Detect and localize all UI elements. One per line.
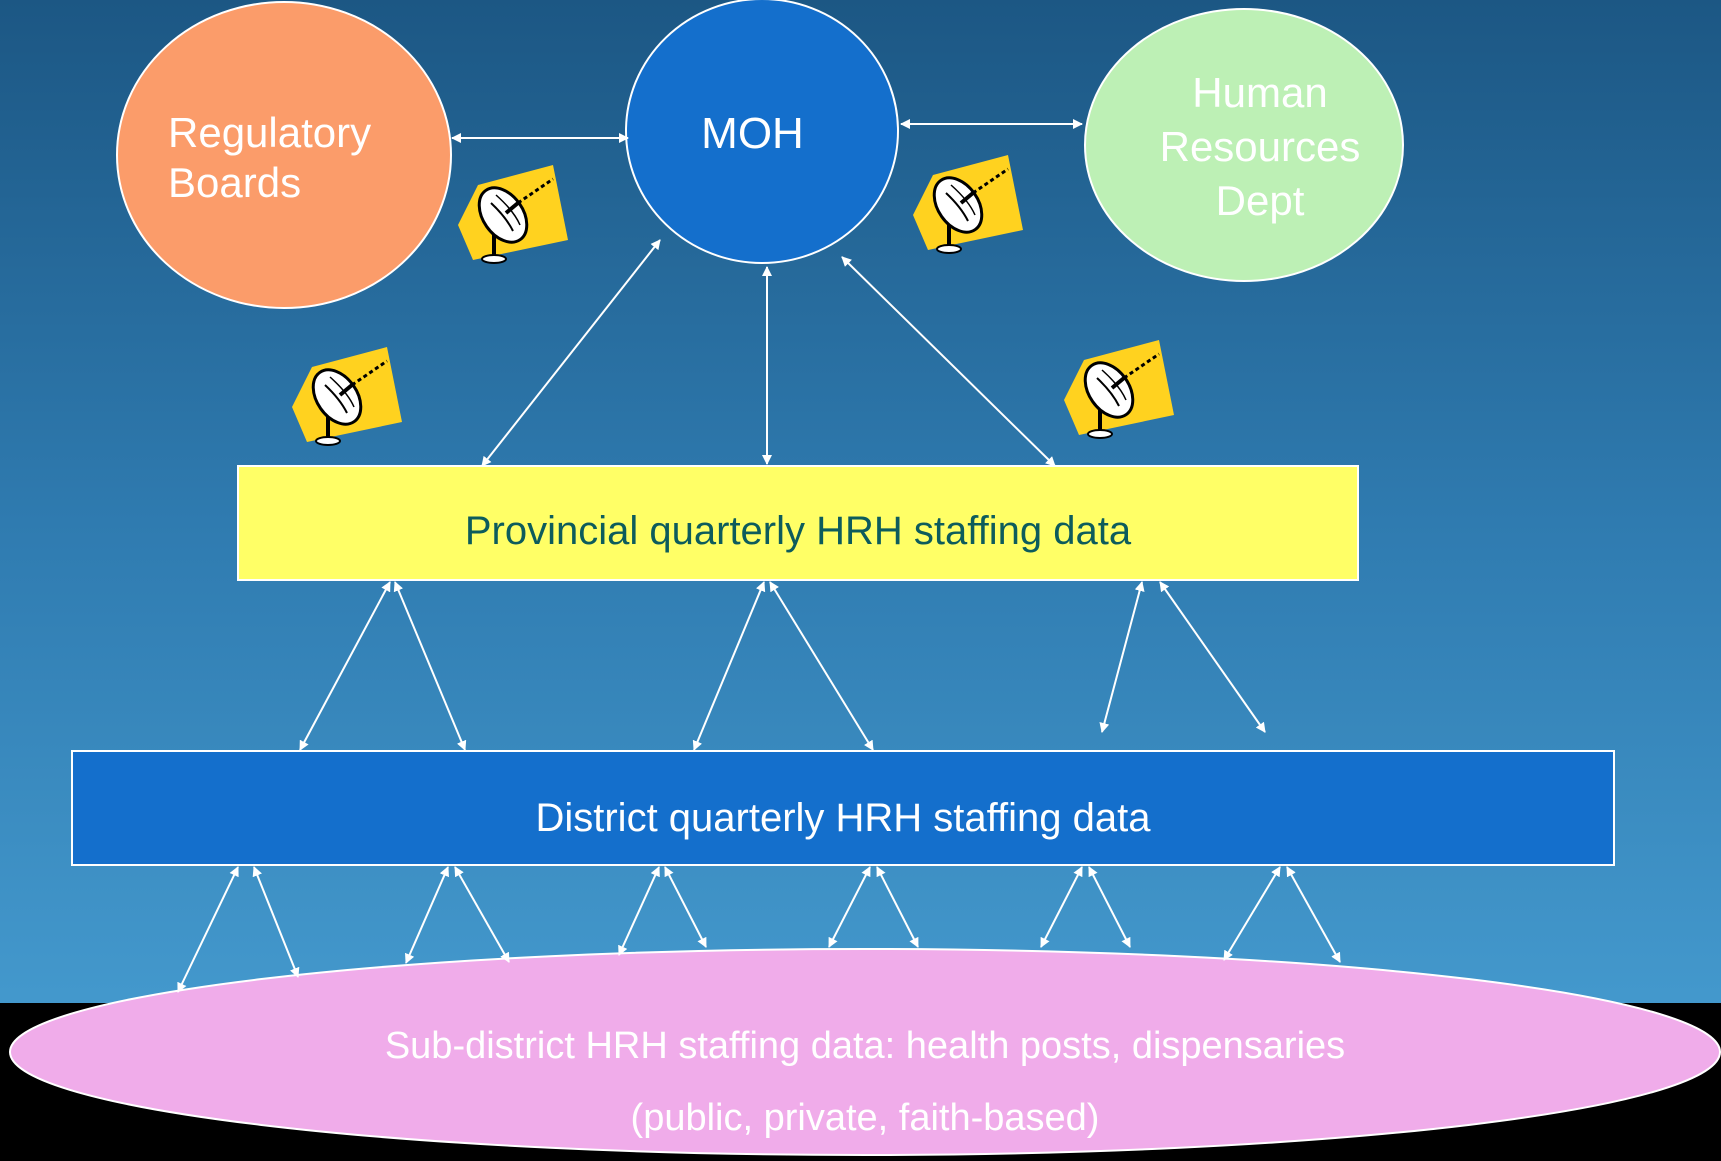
arrow-dist-sub (1223, 866, 1281, 961)
human-resources-node (1084, 8, 1404, 282)
hr-label-line3: Dept (1215, 176, 1305, 224)
subdistrict-label: Sub-district HRH staffing data: health p… (200, 1010, 1530, 1154)
arrow-prov-dist (692, 581, 766, 751)
provincial-label-text: Provincial quarterly HRH staffing data (464, 509, 1132, 553)
arrow-prov-dist (769, 581, 874, 751)
arrow-prov-dist (1099, 581, 1145, 733)
provincial-box (237, 465, 1359, 581)
hr-label-line2: Resources (1159, 122, 1361, 170)
arrow-dist-sub (1040, 866, 1083, 948)
arrow-prov-dist (1159, 581, 1266, 733)
provincial-label: Provincial quarterly HRH staffing data (238, 507, 1358, 555)
arrow-moh-provincial-right (841, 256, 1056, 467)
moh-node (625, 0, 899, 264)
human-resources-label: Human Resources Dept (1110, 66, 1410, 227)
moh-label-text: MOH (701, 109, 804, 158)
hr-label-line1: Human (1192, 69, 1328, 116)
arrow-dist-sub (454, 866, 510, 963)
subdistrict-label-line2: (public, private, faith-based) (630, 1097, 1100, 1140)
arrow-dist-sub (828, 866, 871, 948)
district-box (71, 750, 1615, 866)
regulatory-label-line2: Boards (168, 159, 302, 207)
arrow-dist-sub (876, 866, 919, 948)
arrow-dist-sub (618, 866, 660, 956)
regulatory-boards-label: Regulatory Boards (168, 108, 428, 209)
arrow-dist-sub (664, 866, 707, 948)
satellite-dish-icon (290, 345, 404, 447)
arrow-dist-sub (1088, 866, 1131, 948)
satellite-dish-icon (1062, 338, 1176, 440)
arrow-dist-sub (1286, 866, 1341, 963)
arrow-dist-sub (252, 866, 300, 978)
arrow-dist-sub (405, 866, 449, 964)
subdistrict-label-line1: Sub-district HRH staffing data: health p… (384, 1025, 1346, 1067)
regulatory-boards-node (116, 1, 452, 309)
arrow-dist-sub (177, 866, 239, 993)
satellite-dish-icon (456, 163, 570, 265)
subdistrict-node (9, 948, 1721, 1156)
district-label: District quarterly HRH staffing data (72, 794, 1614, 842)
arrow-prov-dist (393, 581, 467, 751)
regulatory-label-line1: Regulatory (168, 109, 372, 156)
arrow-moh-provincial-left (481, 239, 661, 467)
moh-label: MOH (650, 108, 855, 161)
arrow-prov-dist (299, 581, 391, 751)
district-label-text: District quarterly HRH staffing data (535, 796, 1151, 840)
satellite-dish-icon (911, 153, 1025, 255)
